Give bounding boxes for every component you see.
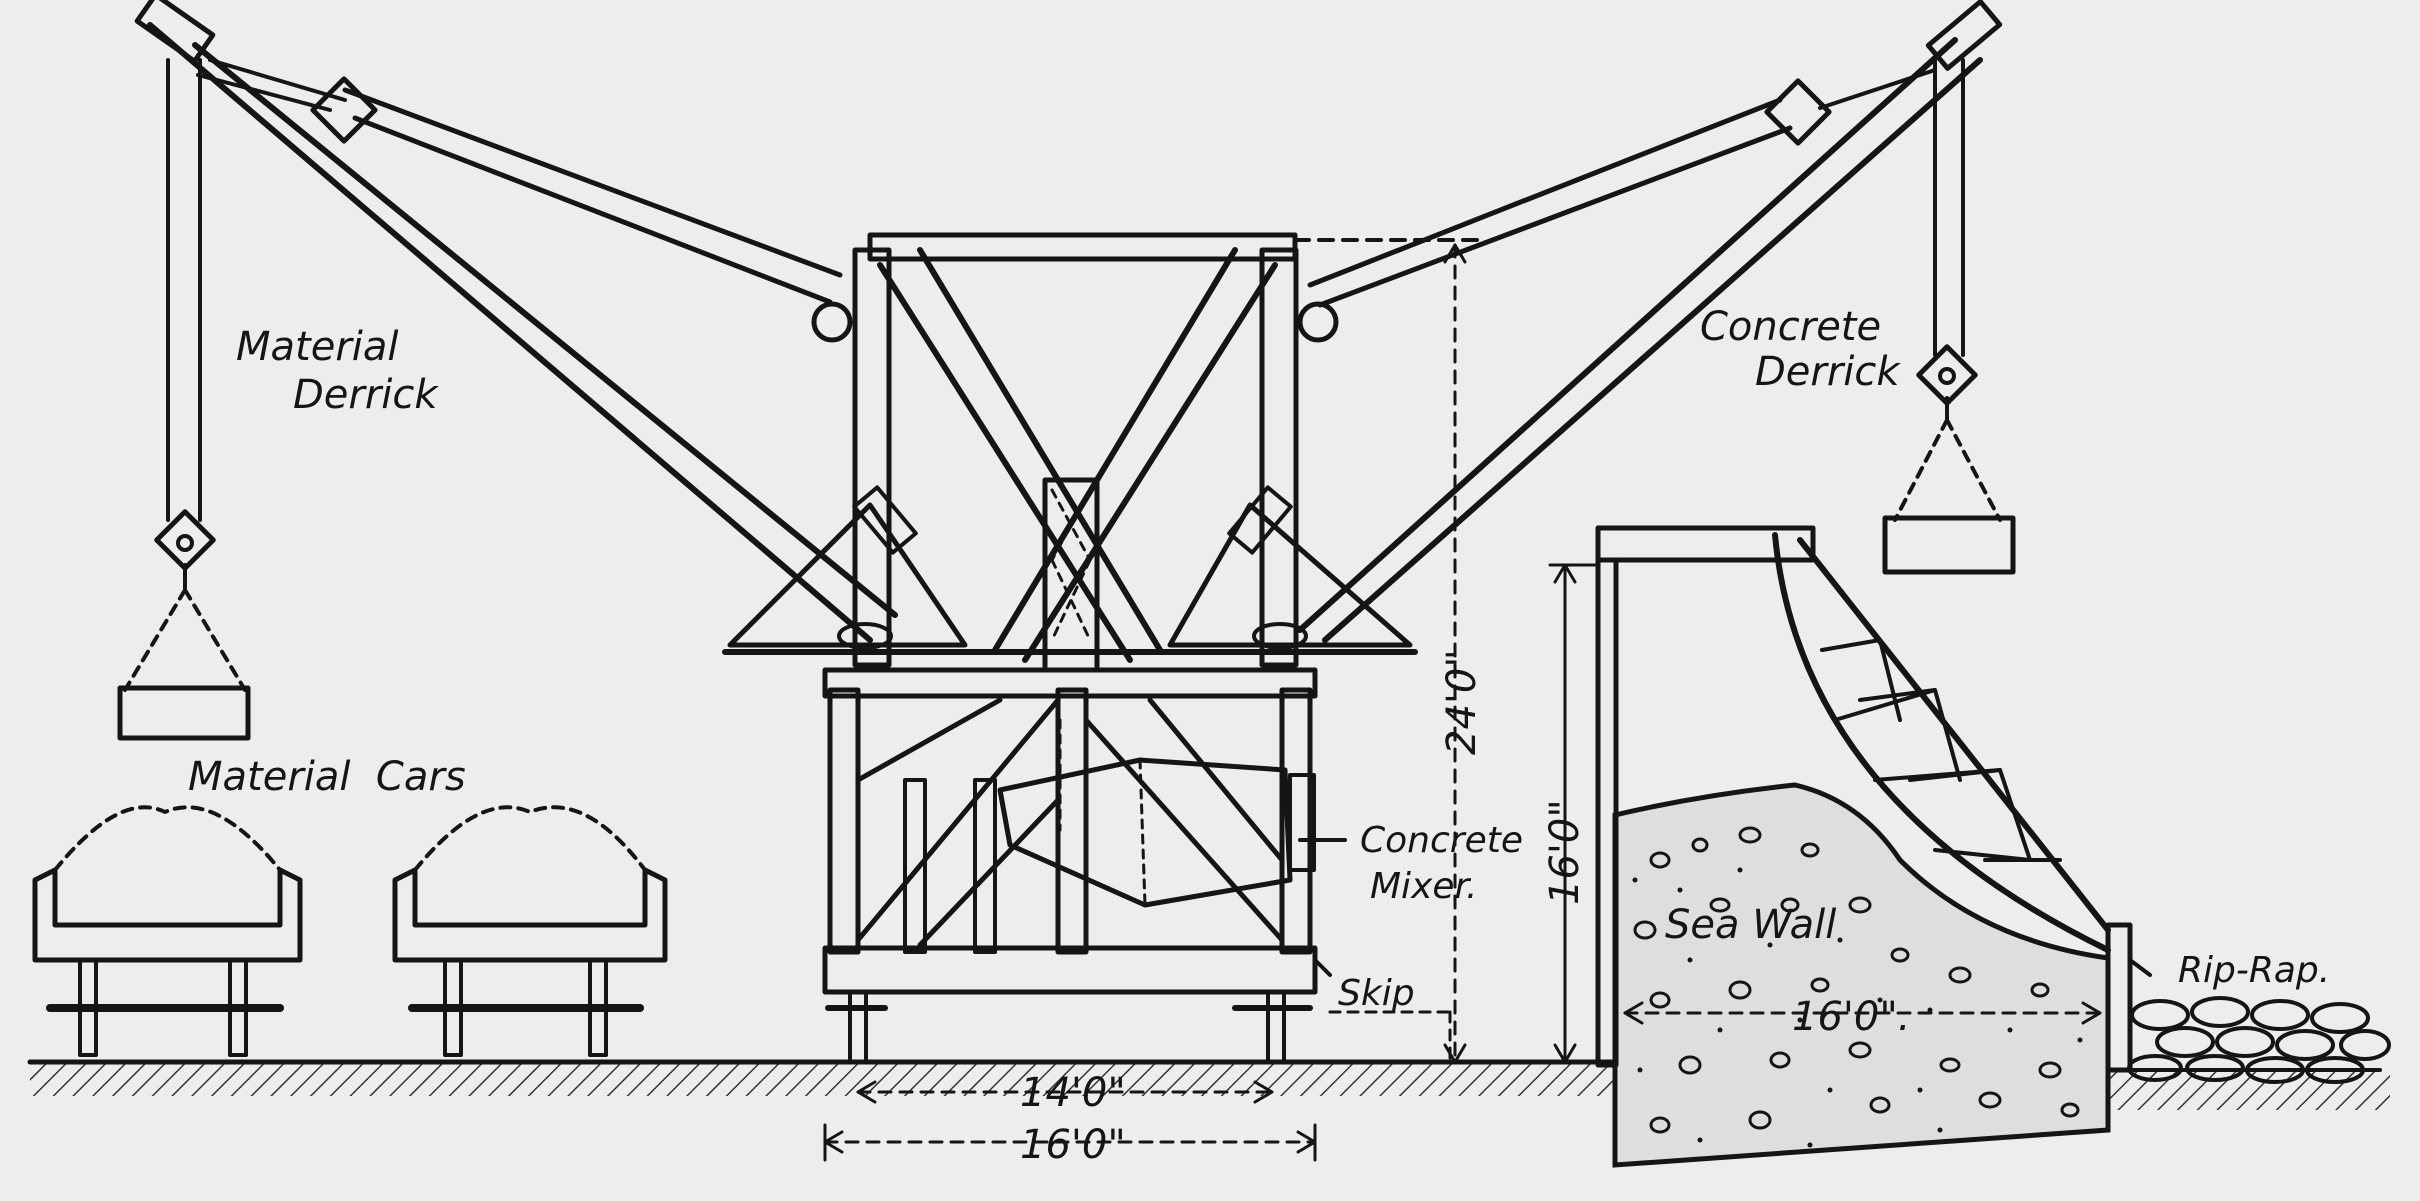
label-concrete-mixer-line1: Concrete [1360,820,1523,861]
wall-form [1595,525,2152,1073]
sea-wall-aggregate [1633,826,2080,1134]
rip-rap [2127,996,2391,1084]
material-derrick [117,0,898,741]
label-rip-rap: Rip-Rap. [2178,950,2330,991]
dim-height-24: 24'0" [1439,649,1485,755]
material-car-1 [32,805,303,1057]
label-concrete-derrick-line1: Concrete [1700,304,1881,350]
labels: Material Derrick Concrete Derrick Materi… [188,304,2330,1168]
dimension-lines [823,243,2102,1162]
sea-wall-stipple [1632,867,2083,1148]
label-concrete-mixer-line2: Mixer. [1370,866,1477,907]
label-material-cars: Material Cars [188,754,466,800]
dim-wall-16: 16'0". [1792,994,1910,1040]
label-skip: Skip [1338,973,1415,1014]
dim-base-14: 14'0" [1020,1070,1126,1116]
central-tower [722,232,1482,673]
dim-base-16: 16'0" [1020,1122,1126,1168]
label-material-derrick-line2: Derrick [293,372,439,418]
dim-height-16: 16'0" [1542,799,1588,905]
label-concrete-derrick-line2: Derrick [1755,349,1901,395]
label-sea-wall: Sea Wall [1665,902,1836,948]
label-material-derrick-line1: Material [236,324,399,370]
mixer-frame [822,667,1347,1064]
concrete-derrick [1297,0,2016,643]
sea-wall [1612,782,2111,1168]
material-car-2 [392,805,668,1057]
